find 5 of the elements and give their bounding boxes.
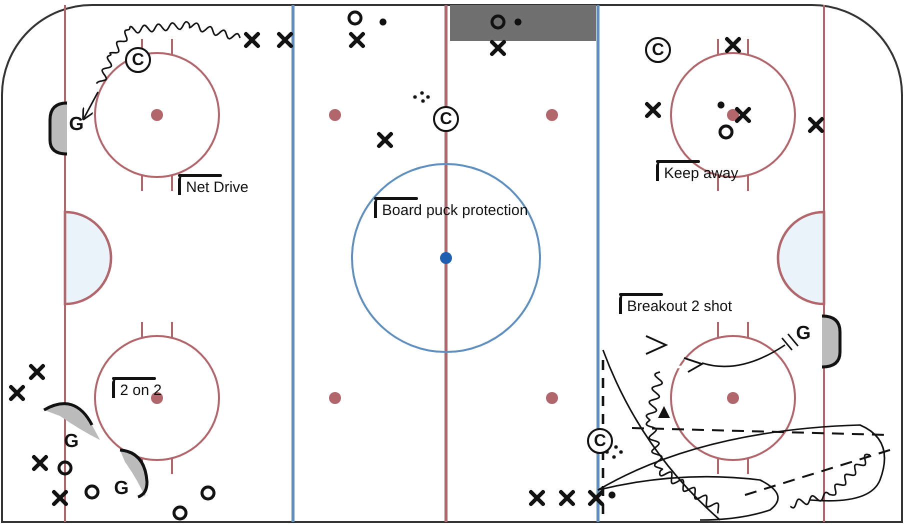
drill-station-label: Net Drive xyxy=(178,176,249,195)
goalie-marker: G xyxy=(796,324,811,343)
drill-station-label: Breakout 2 shot xyxy=(619,295,732,314)
goalie-marker: G xyxy=(69,115,84,134)
goalie-marker: G xyxy=(114,479,129,498)
